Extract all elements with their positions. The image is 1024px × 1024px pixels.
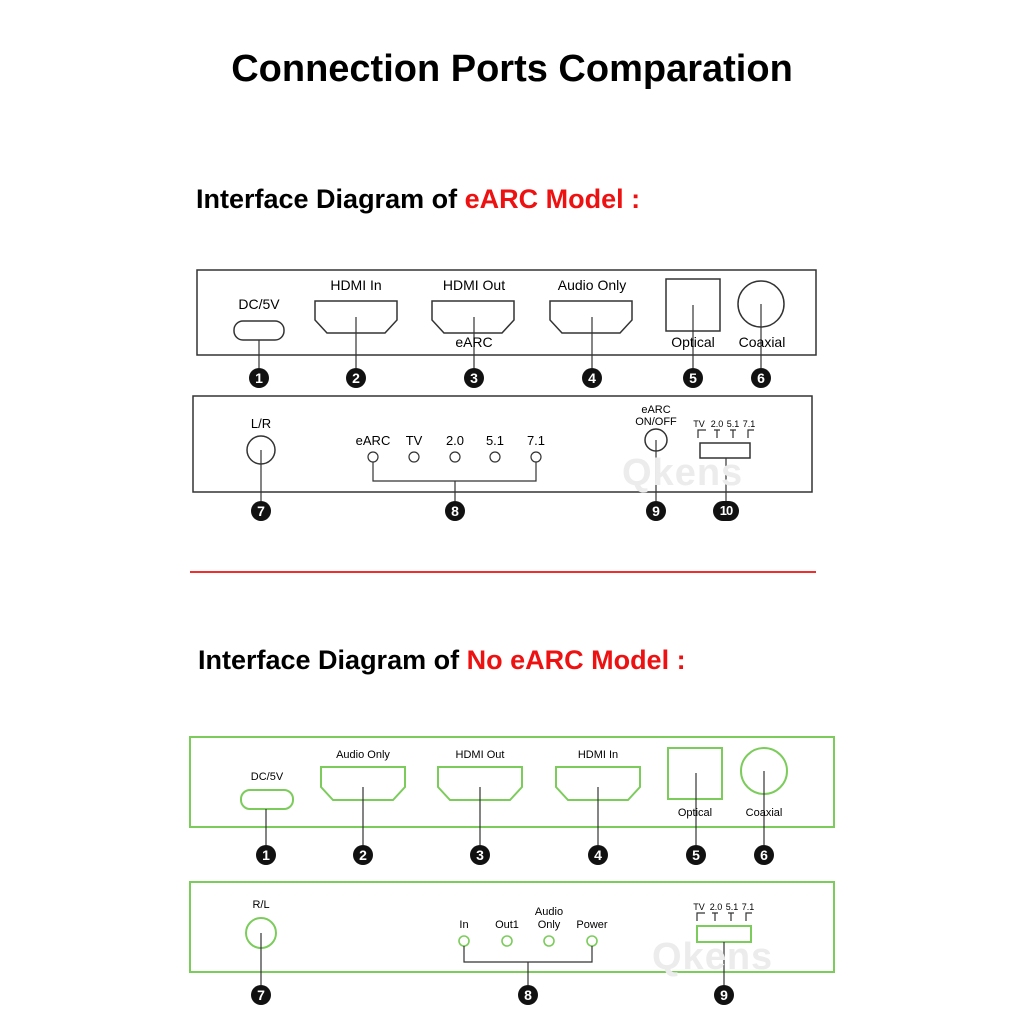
noearc-dc-label: DC/5V — [250, 771, 284, 783]
earc-optical-label: Optical — [671, 334, 715, 350]
earc-led-label-7-1: 7.1 — [526, 433, 546, 448]
earc-section-heading: Interface Diagram of eARC Model : — [196, 184, 640, 215]
noearc-callout-8: 8 — [518, 985, 538, 1005]
noearc-callout-1: 1 — [256, 845, 276, 865]
earc-led-tv — [408, 451, 420, 463]
noearc-callout-2: 2 — [353, 845, 373, 865]
earc-callout-7: 7 — [251, 501, 271, 521]
noearc-dc-port — [240, 789, 294, 810]
page-title: Connection Ports Comparation — [231, 48, 793, 90]
earc-sub-label: eARC — [455, 334, 493, 350]
earc-hdmi-out-port — [431, 300, 515, 334]
noearc-hdmi-in-label: HDMI In — [577, 749, 619, 761]
noearc-callout-9: 9 — [714, 985, 734, 1005]
earc-callout-4: 4 — [582, 368, 602, 388]
earc-front-panel — [196, 269, 817, 356]
earc-callout-9: 9 — [646, 501, 666, 521]
noearc-callout-6: 6 — [754, 845, 774, 865]
noearc-led-in — [458, 935, 470, 947]
earc-led-label-earc: eARC — [355, 433, 391, 448]
noearc-audio-only-port — [320, 766, 406, 801]
earc-coaxial-label: Coaxial — [738, 334, 786, 350]
earc-heading-highlight: eARC Model : — [464, 184, 641, 214]
earc-watermark: Qkens — [622, 452, 744, 494]
noearc-callout-3: 3 — [470, 845, 490, 865]
noearc-back-panel — [189, 881, 835, 973]
earc-selector-label-2-0: 2.0 — [710, 419, 724, 429]
earc-led-earc — [367, 451, 379, 463]
noearc-led-label-out1: Out1 — [495, 919, 519, 931]
earc-back-panel — [192, 395, 813, 493]
earc-callout-1: 1 — [249, 368, 269, 388]
earc-callout-6: 6 — [751, 368, 771, 388]
noearc-heading-prefix: Interface Diagram of — [198, 645, 467, 675]
noearc-watermark: Qkens — [652, 936, 774, 978]
noearc-hdmi-out-port — [437, 766, 523, 801]
noearc-selector-label-tv: TV — [693, 902, 705, 912]
earc-hdmi-in-label: HDMI In — [330, 277, 382, 293]
noearc-led-audio-only — [543, 935, 555, 947]
noearc-section-heading: Interface Diagram of No eARC Model : — [198, 645, 686, 676]
noearc-callout-5: 5 — [686, 845, 706, 865]
earc-selector-label-tv: TV — [693, 419, 705, 429]
earc-dc-port — [233, 320, 285, 341]
noearc-front-panel — [189, 736, 835, 828]
earc-led-label-5-1: 5.1 — [485, 433, 505, 448]
earc-led-5-1 — [489, 451, 501, 463]
noearc-led-label-only: Only — [537, 919, 561, 931]
noearc-optical-port — [667, 747, 723, 800]
noearc-callout-4: 4 — [588, 845, 608, 865]
earc-callout-5: 5 — [683, 368, 703, 388]
earc-callout-3: 3 — [464, 368, 484, 388]
noearc-led-label-in: In — [459, 919, 469, 931]
noearc-heading-highlight: No eARC Model : — [466, 645, 686, 675]
earc-audio-only-label: Audio Only — [557, 277, 627, 293]
noearc-hdmi-in-port — [555, 766, 641, 801]
noearc-rl-label: R/L — [252, 899, 270, 911]
earc-selector-label-5-1: 5.1 — [726, 419, 740, 429]
earc-lr-label: L/R — [250, 416, 272, 431]
earc-hdmi-out-label: HDMI Out — [442, 277, 506, 293]
noearc-selector-label-2-0: 2.0 — [709, 902, 723, 912]
earc-switch-label-2: ON/OFF — [635, 416, 677, 428]
noearc-selector-label-7-1: 7.1 — [741, 902, 755, 912]
earc-mode-selector — [699, 442, 751, 459]
earc-led-label-tv: TV — [405, 433, 423, 448]
noearc-callout-7: 7 — [251, 985, 271, 1005]
noearc-led-label-power: Power — [576, 919, 608, 931]
earc-led-label-2-0: 2.0 — [445, 433, 465, 448]
noearc-led-out1 — [501, 935, 513, 947]
earc-audio-only-port — [549, 300, 633, 334]
noearc-led-label-audio: Audio — [534, 906, 564, 918]
earc-hdmi-in-port — [314, 300, 398, 334]
earc-callout-10: 10 — [713, 501, 739, 521]
noearc-led-power — [586, 935, 598, 947]
noearc-coaxial-label: Coaxial — [745, 807, 783, 819]
earc-led-7-1 — [530, 451, 542, 463]
earc-callout-8: 8 — [445, 501, 465, 521]
earc-heading-prefix: Interface Diagram of — [196, 184, 465, 214]
earc-callout-2: 2 — [346, 368, 366, 388]
noearc-selector-label-5-1: 5.1 — [725, 902, 739, 912]
earc-dc-label: DC/5V — [238, 296, 280, 312]
earc-switch-label-1: eARC — [641, 404, 671, 416]
earc-selector-label-7-1: 7.1 — [742, 419, 756, 429]
earc-led-2-0 — [449, 451, 461, 463]
noearc-hdmi-out-label: HDMI Out — [455, 749, 505, 761]
noearc-audio-only-label: Audio Only — [336, 749, 390, 761]
noearc-optical-label: Optical — [677, 807, 713, 819]
